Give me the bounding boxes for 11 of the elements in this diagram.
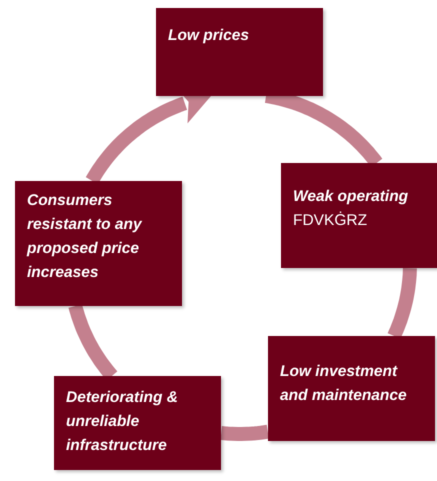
box-text: FDVKĠRZ: [293, 210, 368, 231]
process-box: [281, 163, 437, 268]
box-text: Weak operating: [293, 187, 410, 207]
box-text: Deteriorating & unreliable infrastructure: [66, 388, 179, 456]
process-box: [268, 336, 435, 441]
box-text: Low prices: [168, 26, 250, 46]
process-box: [15, 181, 182, 306]
box-text: Low investment and maintenance: [280, 362, 408, 406]
process-box: [54, 376, 221, 470]
process-box: [156, 8, 323, 96]
box-text: Consumers resistant to any proposed price increases: [27, 191, 143, 283]
